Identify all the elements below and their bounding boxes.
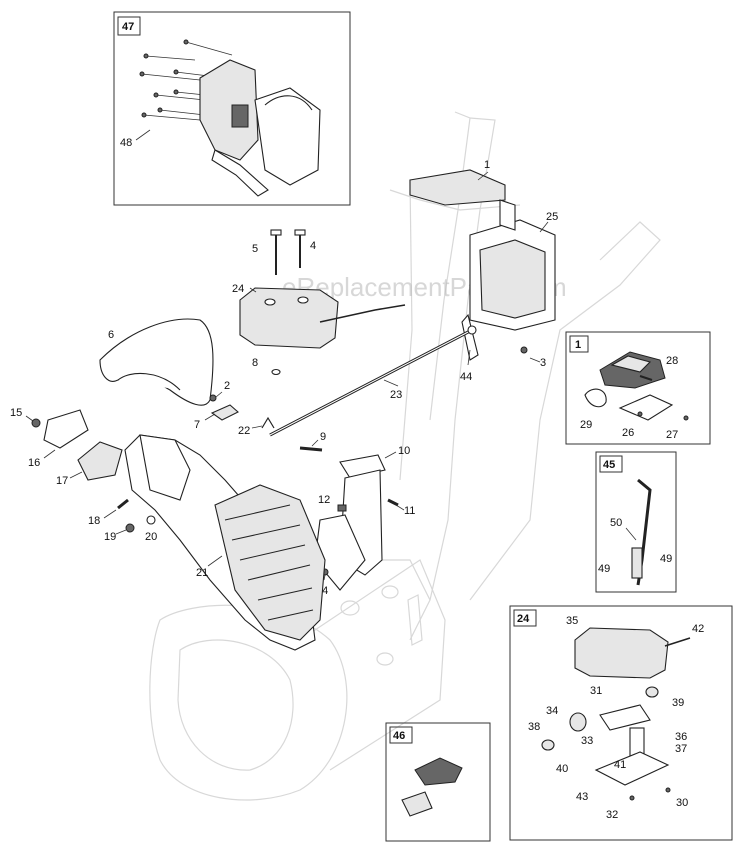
inset-box-45-label: 45 [603, 459, 615, 471]
callout-22: 22 [238, 425, 250, 437]
callout-3: 3 [540, 357, 546, 369]
callout-28: 28 [666, 355, 678, 367]
callout-23: 23 [390, 389, 402, 401]
inset-box-24: 24 35 42 31 39 34 33 36 37 38 40 41 43 3… [509, 605, 733, 841]
chute-base-block-icon [77, 441, 123, 481]
callout-48: 48 [120, 137, 132, 149]
callout-20: 20 [145, 531, 157, 543]
inset-box-24-label: 24 [517, 613, 530, 625]
cotter-pin: 22 [238, 416, 275, 437]
callout-16: 16 [28, 457, 40, 469]
callout-25: 25 [546, 211, 558, 223]
inset-box-1: 1 28 29 26 27 [565, 331, 711, 445]
callout-15: 15 [10, 407, 22, 419]
callout-49b: 49 [660, 553, 672, 565]
callout-33: 33 [581, 735, 593, 747]
control-rod-cable: 23 44 3 [269, 325, 546, 437]
chute-head-housing-icon [199, 59, 259, 161]
discharge-chute: 21 [124, 434, 326, 651]
callout-2: 2 [224, 380, 230, 392]
callout-30: 30 [676, 797, 688, 809]
callout-35: 35 [566, 615, 578, 627]
inset-box-46: 46 [385, 722, 491, 842]
knob-icon [414, 757, 463, 786]
callout-38: 38 [528, 721, 540, 733]
callout-27: 27 [666, 429, 678, 441]
callout-43: 43 [576, 791, 588, 803]
chute-cover-assembly: 5 4 24 8 [232, 229, 406, 376]
chute-base-parts: 15 16 17 18 19 20 [10, 407, 157, 543]
callout-31: 31 [590, 685, 602, 697]
chute-control-head: 1 25 [409, 159, 558, 361]
crank-handle-icon [409, 169, 506, 206]
callout-9: 9 [320, 431, 326, 443]
callout-24: 24 [232, 283, 244, 295]
callout-17: 17 [56, 475, 68, 487]
callout-12: 12 [318, 494, 330, 506]
inset-box-47-label: 47 [122, 21, 134, 33]
callout-10: 10 [398, 445, 410, 457]
bolt-group-icon [139, 39, 233, 121]
callout-4: 4 [310, 240, 316, 252]
crank-bracket-icon [43, 409, 89, 449]
callout-39: 39 [672, 697, 684, 709]
chute-cover-icon [239, 287, 339, 349]
deflector-icon [99, 318, 214, 406]
callout-50: 50 [610, 517, 622, 529]
callout-34: 34 [546, 705, 558, 717]
cover-icon [574, 627, 669, 679]
callout-41: 41 [614, 759, 626, 771]
callout-49a: 49 [598, 563, 610, 575]
callout-37: 37 [675, 743, 687, 755]
callout-42: 42 [692, 623, 704, 635]
pivot-pin: 9 [299, 431, 326, 452]
inset-box-46-label: 46 [393, 730, 405, 742]
callout-6: 6 [108, 329, 114, 341]
callout-44: 44 [460, 371, 472, 383]
callout-8: 8 [252, 357, 258, 369]
callout-11: 11 [404, 505, 415, 517]
inset-box-45: 45 50 49 49 [595, 451, 677, 593]
chute-head-bracket-icon [254, 87, 321, 186]
callout-32: 32 [606, 809, 618, 821]
callout-40: 40 [556, 763, 568, 775]
chute-bracket: 10 11 12 14 [314, 445, 415, 597]
callout-7: 7 [194, 419, 200, 431]
inset-box-1-label: 1 [575, 339, 581, 351]
callout-36: 36 [675, 731, 687, 743]
callout-5: 5 [252, 243, 258, 255]
chute-deflector: 6 2 7 [99, 318, 239, 431]
inset-box-47: 47 48 [113, 11, 351, 206]
callout-21: 21 [196, 567, 208, 579]
callout-18: 18 [88, 515, 100, 527]
callout-26: 26 [622, 427, 634, 439]
callout-29: 29 [580, 419, 592, 431]
callout-19: 19 [104, 531, 116, 543]
callout-1: 1 [484, 159, 490, 171]
